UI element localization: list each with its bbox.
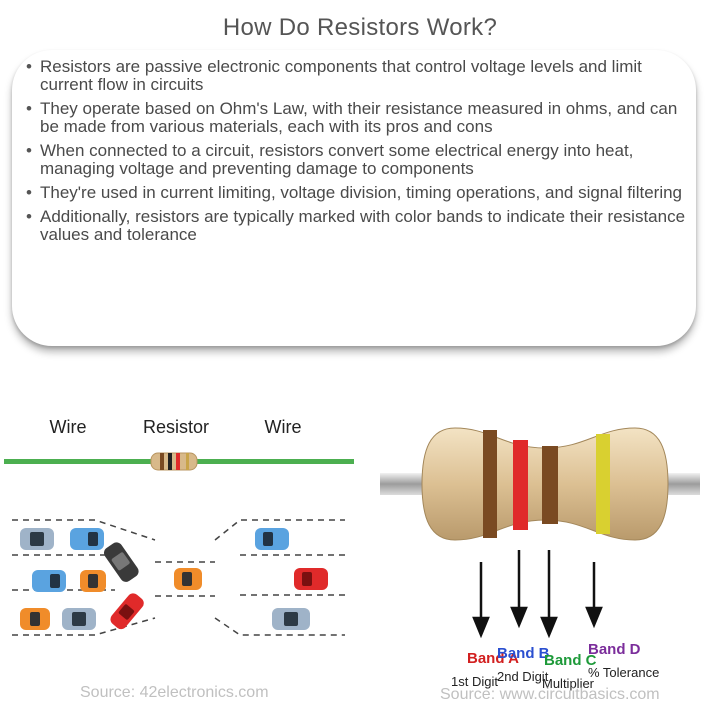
bullet-item: Resistors are passive electronic compone… (26, 58, 690, 94)
band-a-desc: 1st Digit (451, 674, 498, 689)
bullet-item: Additionally, resistors are typically ma… (26, 208, 690, 244)
band-arrows (472, 550, 603, 639)
traffic-analogy-figure: Wire Resistor Wire (4, 417, 354, 636)
page-title: How Do Resistors Work? (222, 14, 498, 41)
bullet-item: They're used in current limiting, voltag… (26, 184, 690, 203)
band-d-label: Band D (588, 641, 641, 658)
bullet-item: They operate based on Ohm's Law, with th… (26, 100, 690, 136)
bullet-list: Resistors are passive electronic compone… (26, 58, 690, 250)
band-d-desc: % Tolerance (588, 665, 659, 680)
road-lanes (12, 519, 345, 636)
band-b-label: Band B (497, 645, 550, 662)
wire-with-resistor (4, 452, 354, 471)
cars (20, 528, 328, 630)
band-d-stripe (596, 434, 610, 534)
wire-label-left: Wire (50, 417, 87, 437)
source-left: Source: 42electronics.com (80, 684, 269, 701)
resistor-label: Resistor (143, 417, 209, 437)
band-c-label: Band C (544, 652, 597, 669)
band-c-stripe (542, 446, 558, 524)
band-a-label: Band A (467, 650, 519, 667)
wire-label-right: Wire (265, 417, 302, 437)
band-b-desc: 2nd Digit (497, 669, 549, 684)
source-right: Source: www.circuitbasics.com (440, 686, 660, 703)
band-c-desc: Multiplier (542, 676, 595, 691)
resistor-bands-figure: Band A 1st Digit Band B 2nd Digit Band C… (380, 427, 700, 691)
bullet-item: When connected to a circuit, resistors c… (26, 142, 690, 178)
band-a-stripe (483, 430, 497, 538)
band-b-stripe (513, 440, 528, 530)
